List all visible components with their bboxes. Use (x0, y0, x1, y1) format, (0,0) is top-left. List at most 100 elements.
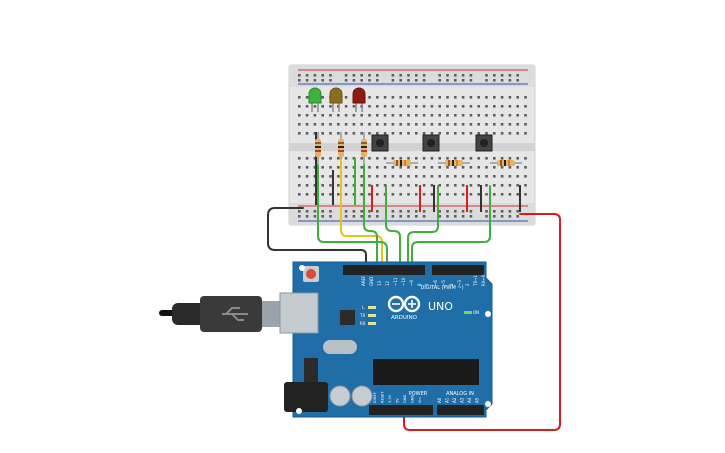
breadboard-hole (430, 114, 434, 117)
led-green[interactable] (308, 87, 322, 112)
breadboard-hole (321, 114, 324, 117)
digital-pin-label: 13 (377, 280, 382, 286)
breadboard-hole (376, 132, 379, 135)
breadboard-hole (368, 96, 371, 99)
breadboard-hole (376, 105, 379, 108)
power-wire[interactable] (403, 213, 561, 431)
breadboard-hole (508, 105, 512, 108)
breadboard-hole (407, 96, 410, 99)
breadboard-hole (485, 123, 488, 126)
breadboard-hole (422, 210, 426, 213)
breadboard-hole (446, 215, 449, 218)
breadboard-hole (344, 184, 348, 187)
breadboard-hole (344, 175, 348, 178)
gnd-wire[interactable] (267, 207, 367, 271)
pin13-wire[interactable] (363, 164, 378, 271)
breadboard-hole (383, 175, 387, 178)
breadboard-hole (454, 105, 457, 108)
breadboard-hole (516, 105, 519, 108)
arduino-board[interactable]: ARDUINO UNO DIGITAL (PWM ~) POWER ANALOG… (279, 261, 493, 418)
breadboard-hole (516, 215, 519, 218)
power-pin-label: RESET (381, 391, 385, 403)
breadboard-hole (298, 210, 301, 213)
breadboard-hole (305, 105, 309, 108)
breadboard-hole (360, 210, 363, 213)
resistor[interactable] (386, 160, 418, 166)
breadboard-hole (368, 157, 371, 160)
breadboard-hole (376, 184, 379, 187)
pin12-wire[interactable] (340, 159, 383, 271)
breadboard-hole (391, 193, 395, 196)
analog-pin-label: A3 (460, 397, 465, 403)
resistor[interactable] (361, 132, 367, 164)
breadboard-hole (430, 123, 434, 126)
breadboard-hole (383, 157, 387, 160)
pin11-wire[interactable] (317, 164, 388, 271)
digital-pin-label: 7 (425, 283, 430, 286)
breadboard-hole (407, 184, 410, 187)
breadboard-hole (321, 79, 324, 82)
resistor[interactable] (315, 132, 321, 164)
breadboard-hole (305, 79, 309, 82)
breadboard-hole (500, 210, 504, 213)
led-yellow[interactable] (329, 87, 343, 112)
breadboard-hole (508, 166, 512, 169)
breadboard-hole (469, 184, 473, 187)
pin7-wire[interactable] (411, 185, 491, 271)
breadboard-hole (313, 132, 317, 135)
breadboard-hole (344, 210, 348, 213)
breadboard-hole (352, 210, 356, 213)
push-button[interactable] (422, 134, 440, 152)
breadboard-hole (422, 215, 426, 218)
breadboard-hole (313, 193, 317, 196)
breadboard-hole (399, 114, 402, 117)
breadboard-hole (298, 175, 301, 178)
power-pin-label: IOREF (373, 392, 377, 403)
breadboard-hole (500, 166, 504, 169)
breadboard-hole (469, 215, 473, 218)
power-pin-label: Vin (418, 397, 422, 403)
breadboard-hole (407, 114, 410, 117)
breadboard-hole (376, 74, 379, 77)
breadboard-hole (516, 96, 519, 99)
breadboard-hole (391, 105, 395, 108)
breadboard-hole (298, 105, 301, 108)
model-label: UNO (428, 300, 453, 313)
breadboard-hole (461, 166, 465, 169)
breadboard-hole (368, 105, 371, 108)
resistor[interactable] (490, 160, 522, 166)
resistor[interactable] (338, 132, 344, 164)
breadboard-hole (329, 166, 332, 169)
digital-pin-label: ~5 (441, 280, 446, 286)
breadboard-hole (352, 157, 356, 160)
breadboard-hole (493, 193, 496, 196)
breadboard-hole (399, 123, 402, 126)
pin9-wire[interactable] (385, 185, 401, 271)
breadboard-hole (298, 132, 301, 135)
breadboard-hole (399, 175, 402, 178)
breadboard-hole (485, 157, 488, 160)
breadboard-hole (415, 79, 418, 82)
breadboard-hole (524, 132, 527, 135)
breadboard-hole (329, 79, 332, 82)
breadboard-hole (352, 166, 356, 169)
resistor[interactable] (438, 160, 470, 166)
breadboard-hole (454, 175, 457, 178)
breadboard-hole (485, 79, 488, 82)
breadboard-hole (508, 79, 512, 82)
breadboard-hole (415, 123, 418, 126)
breadboard-hole (454, 184, 457, 187)
breadboard-hole (368, 215, 371, 218)
breadboard-hole (352, 132, 356, 135)
breadboard-hole (399, 184, 402, 187)
led-red[interactable] (352, 87, 366, 112)
push-button[interactable] (371, 134, 389, 152)
push-button[interactable] (475, 134, 493, 152)
breadboard-hole (422, 193, 426, 196)
breadboard-hole (493, 215, 496, 218)
breadboard-hole (485, 132, 488, 135)
breadboard-hole (407, 105, 410, 108)
pin8-wire[interactable] (407, 185, 439, 271)
breadboard-hole (329, 184, 332, 187)
breadboard-hole (376, 157, 379, 160)
